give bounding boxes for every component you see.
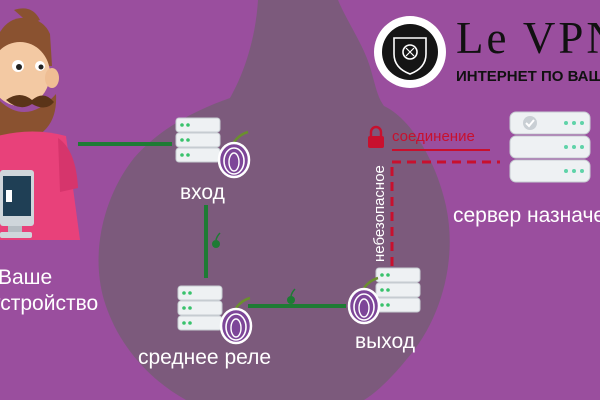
device-label-line1: Ваше — [0, 266, 53, 289]
brand-name: Le VPN — [456, 13, 600, 63]
brand-tagline: ИНТЕРНЕТ ПО ВАШИМ ПРАВИЛАМ — [456, 68, 600, 85]
logo-badge — [374, 16, 446, 88]
exit-node-label: выход — [355, 330, 415, 353]
connection-label: соединение — [392, 128, 475, 145]
destination-server-label: сервер назначения — [453, 204, 600, 227]
middle-relay-label: среднее реле — [138, 346, 272, 369]
destination-server-icon — [509, 111, 591, 183]
logo-crest-icon — [382, 24, 438, 80]
onion-bulb-icon — [212, 232, 221, 248]
tor-onion-icon — [347, 276, 381, 325]
device-label-line2: устройство — [0, 292, 99, 315]
tor-onion-icon — [217, 130, 251, 179]
insecure-label: небезопасное — [371, 165, 388, 262]
entry-node-label: вход — [180, 181, 225, 204]
tor-onion-icon — [219, 296, 253, 345]
onion-bulb-icon — [287, 288, 296, 304]
